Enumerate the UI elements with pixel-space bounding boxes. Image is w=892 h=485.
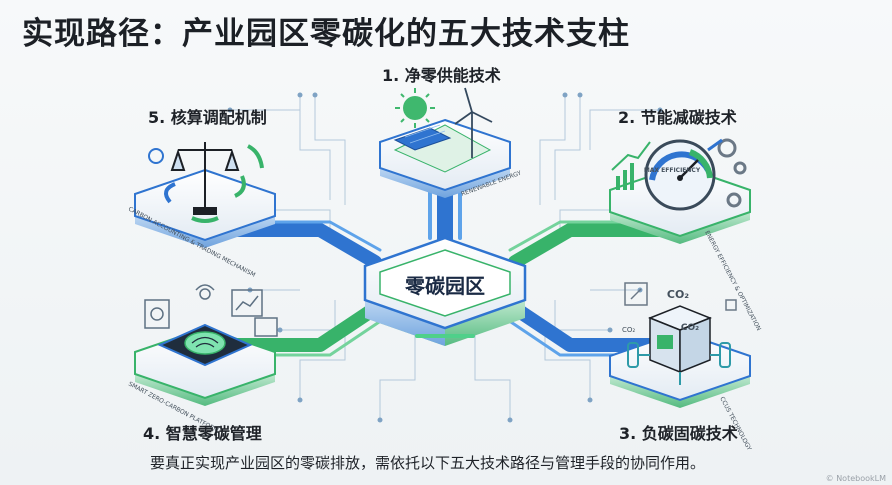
gauge-icon <box>646 141 714 209</box>
pillar-2-sublabel: ENERGY EFFICIENCY & OPTIMIZATION <box>703 230 762 332</box>
gauge-label: MAX EFFICIENCY <box>644 167 701 174</box>
pillar-4-label: 4. 智慧零碳管理 <box>143 420 262 444</box>
co2-label-box: CO₂ <box>681 323 699 333</box>
pillar-1-label: 1. 净零供能技术 <box>382 62 501 86</box>
sun-icon <box>395 88 435 128</box>
page-title: 实现路径：产业园区零碳化的五大技术支柱 <box>22 8 630 53</box>
pillar-5-label: 5. 核算调配机制 <box>148 104 267 128</box>
footer-watermark: © NotebookLM <box>826 474 886 483</box>
pillar-2-label: 2. 节能减碳技术 <box>618 104 737 128</box>
co2-label-side: CO₂ <box>622 326 635 334</box>
capture-cube-icon <box>650 306 710 372</box>
center-label: 零碳园区 <box>380 270 510 299</box>
pillar-4-platform <box>135 285 277 406</box>
caption: 要真正实现产业园区的零碳排放，需依托以下五大技术路径与管理手段的协同作用。 <box>150 452 705 473</box>
bar-chart-icon <box>616 163 634 190</box>
coin-icon <box>149 149 163 163</box>
pillar-3-label: 3. 负碳固碳技术 <box>619 420 738 444</box>
co2-label-top: CO₂ <box>667 288 689 301</box>
